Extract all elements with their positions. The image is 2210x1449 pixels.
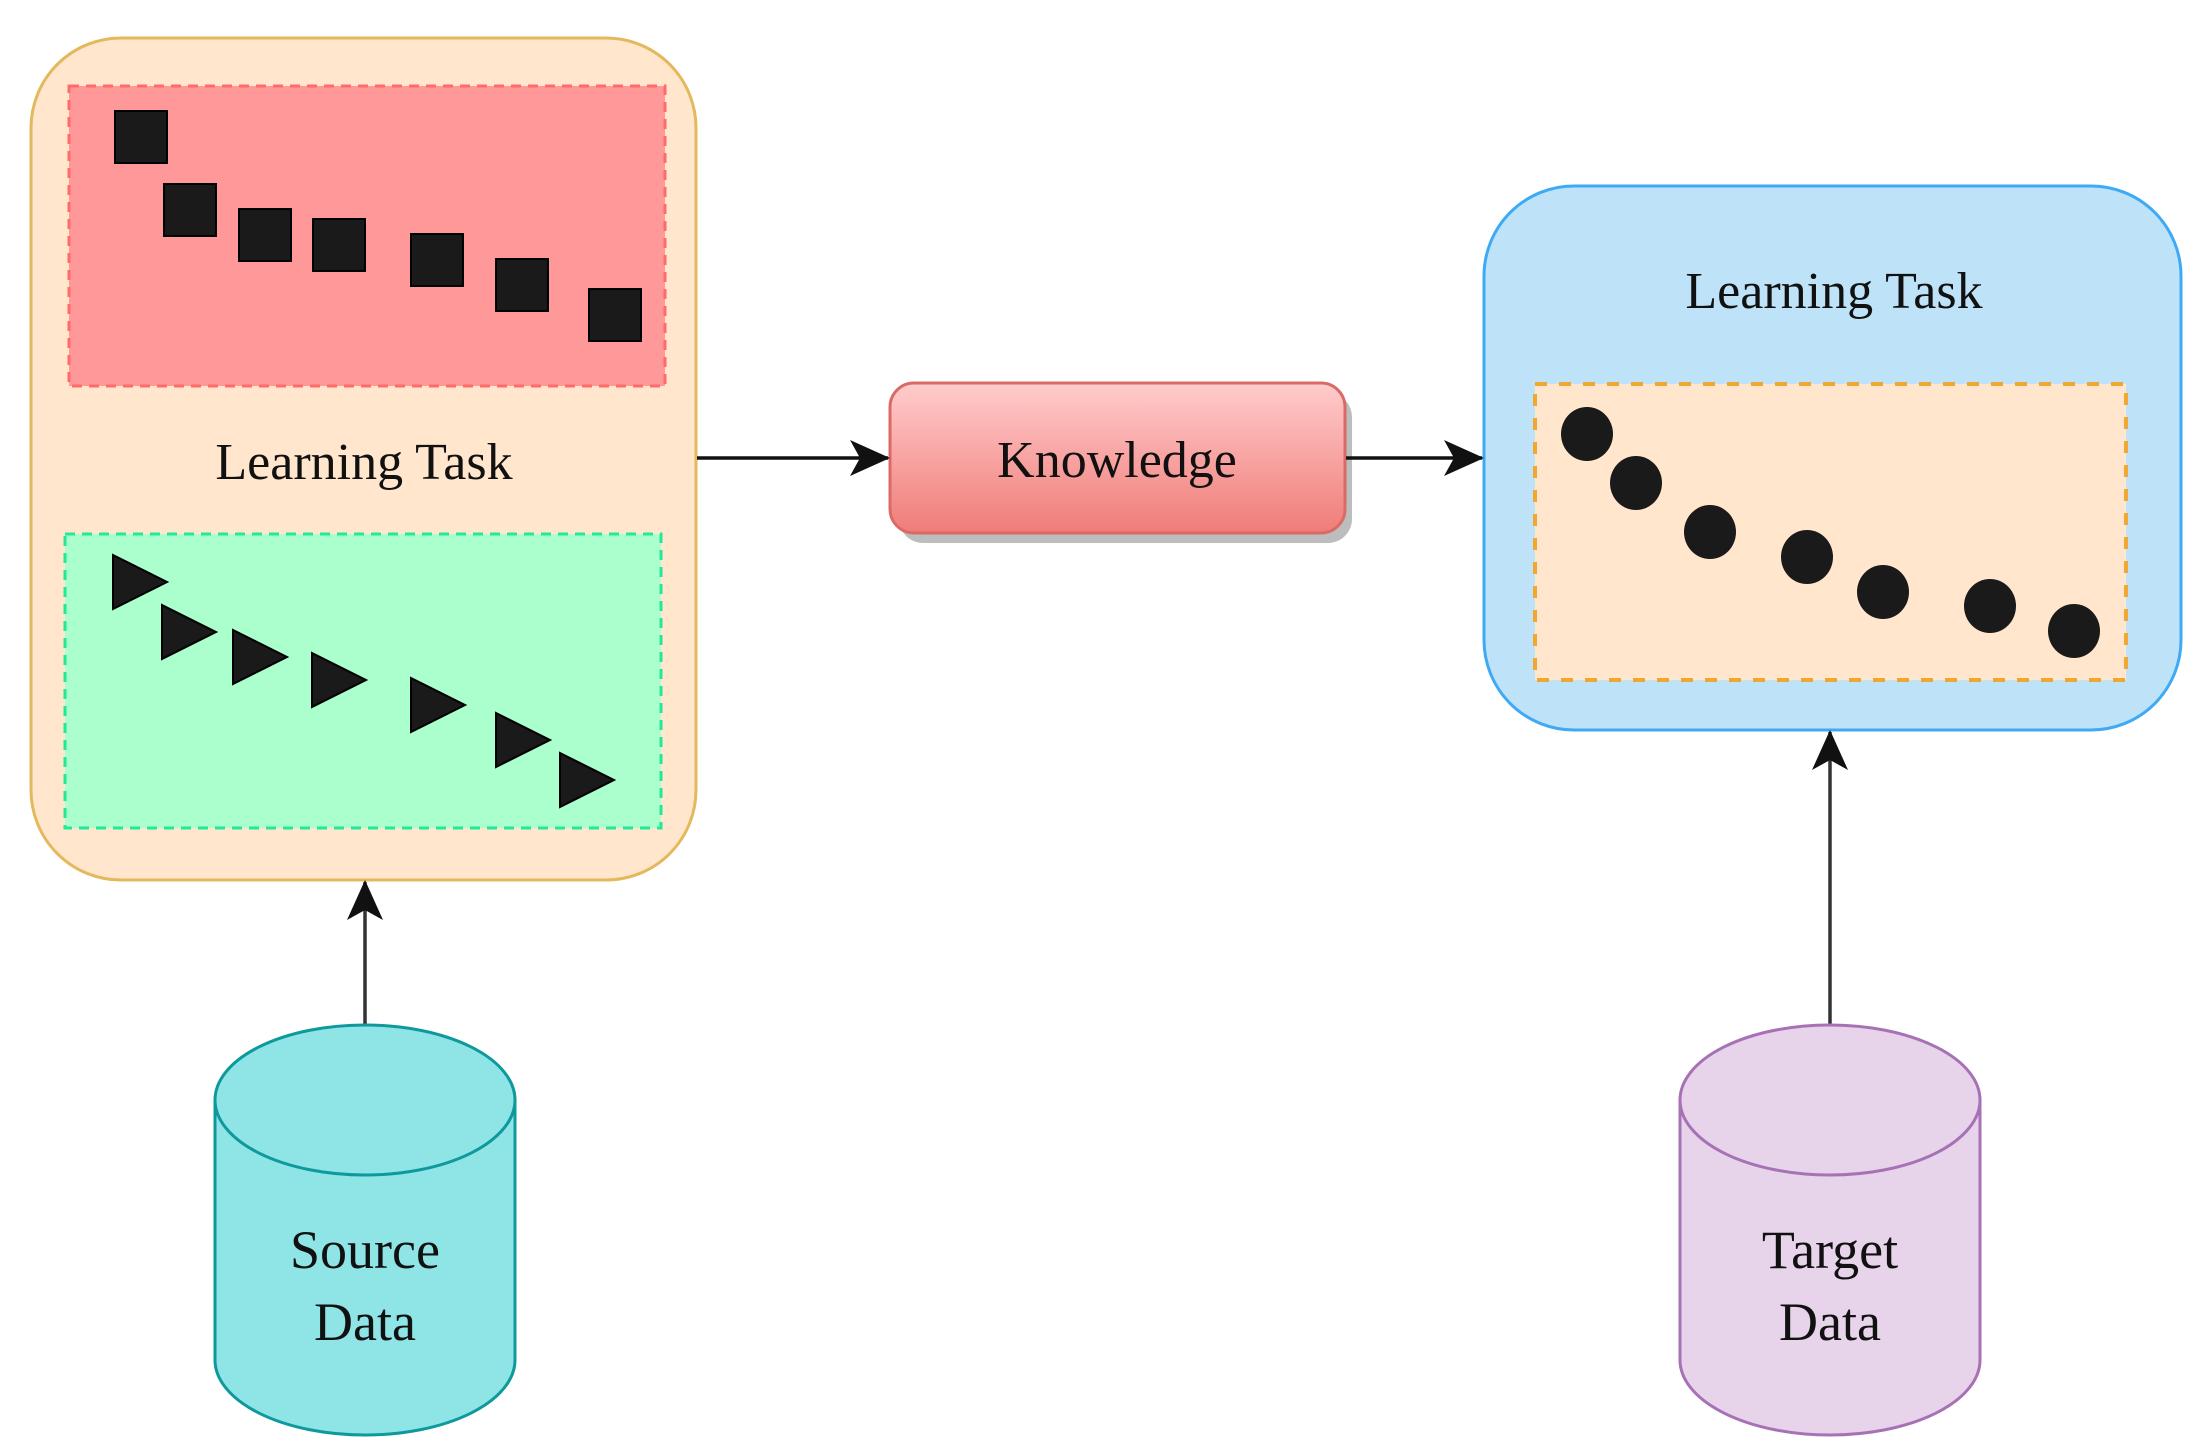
target-data-cylinder[interactable]: Target Data xyxy=(1678,1023,1982,1437)
target-task-circle-panel xyxy=(1533,382,2128,682)
source-data-cylinder[interactable]: Source Data xyxy=(213,1023,517,1437)
square-marker-2 xyxy=(163,183,217,237)
edges xyxy=(347,440,1848,1025)
circle-marker-6 xyxy=(1964,579,2016,633)
source-learning-task[interactable]: Learning Task xyxy=(29,36,698,882)
triangle-marker-5 xyxy=(410,676,468,734)
triangle-marker-1 xyxy=(112,553,170,611)
square-marker-7 xyxy=(588,288,642,342)
square-marker-3 xyxy=(238,208,292,262)
target-data-cylinder-body[interactable] xyxy=(1678,1098,1982,1437)
square-marker-5 xyxy=(410,233,464,287)
knowledge-node[interactable]: Knowledge xyxy=(888,381,1352,543)
square-marker-4 xyxy=(312,218,366,272)
target-data-label-line2: Data xyxy=(1779,1292,1881,1352)
square-marker-6 xyxy=(495,258,549,312)
triangle-marker-4 xyxy=(311,651,369,709)
square-markers xyxy=(114,110,642,342)
target-task-label: Learning Task xyxy=(1685,263,1982,320)
source-data-label-line1: Source xyxy=(290,1220,440,1280)
target-data-label-line1: Target xyxy=(1762,1220,1898,1280)
target-data-cylinder-top xyxy=(1678,1023,1982,1177)
circle-marker-2 xyxy=(1610,456,1662,510)
triangle-marker-6 xyxy=(495,711,553,769)
source-data-cylinder-body[interactable] xyxy=(213,1098,517,1437)
knowledge-box[interactable] xyxy=(888,381,1347,535)
source-task-label: Learning Task xyxy=(215,434,512,491)
source-data-cylinder-top xyxy=(213,1023,517,1177)
circle-marker-3 xyxy=(1684,505,1736,559)
circle-marker-1 xyxy=(1561,407,1613,461)
circle-marker-4 xyxy=(1781,530,1833,584)
triangle-markers xyxy=(112,553,617,809)
target-learning-task[interactable]: Learning Task xyxy=(1482,184,2183,732)
circle-markers xyxy=(1561,407,2100,658)
triangle-marker-3 xyxy=(232,628,290,686)
source-data-label-line2: Data xyxy=(314,1292,416,1352)
knowledge-label: Knowledge xyxy=(997,432,1237,489)
circle-marker-5 xyxy=(1857,565,1909,619)
triangle-marker-7 xyxy=(559,751,617,809)
triangle-marker-2 xyxy=(161,603,219,661)
circle-marker-7 xyxy=(2048,604,2100,658)
square-marker-1 xyxy=(114,110,168,164)
